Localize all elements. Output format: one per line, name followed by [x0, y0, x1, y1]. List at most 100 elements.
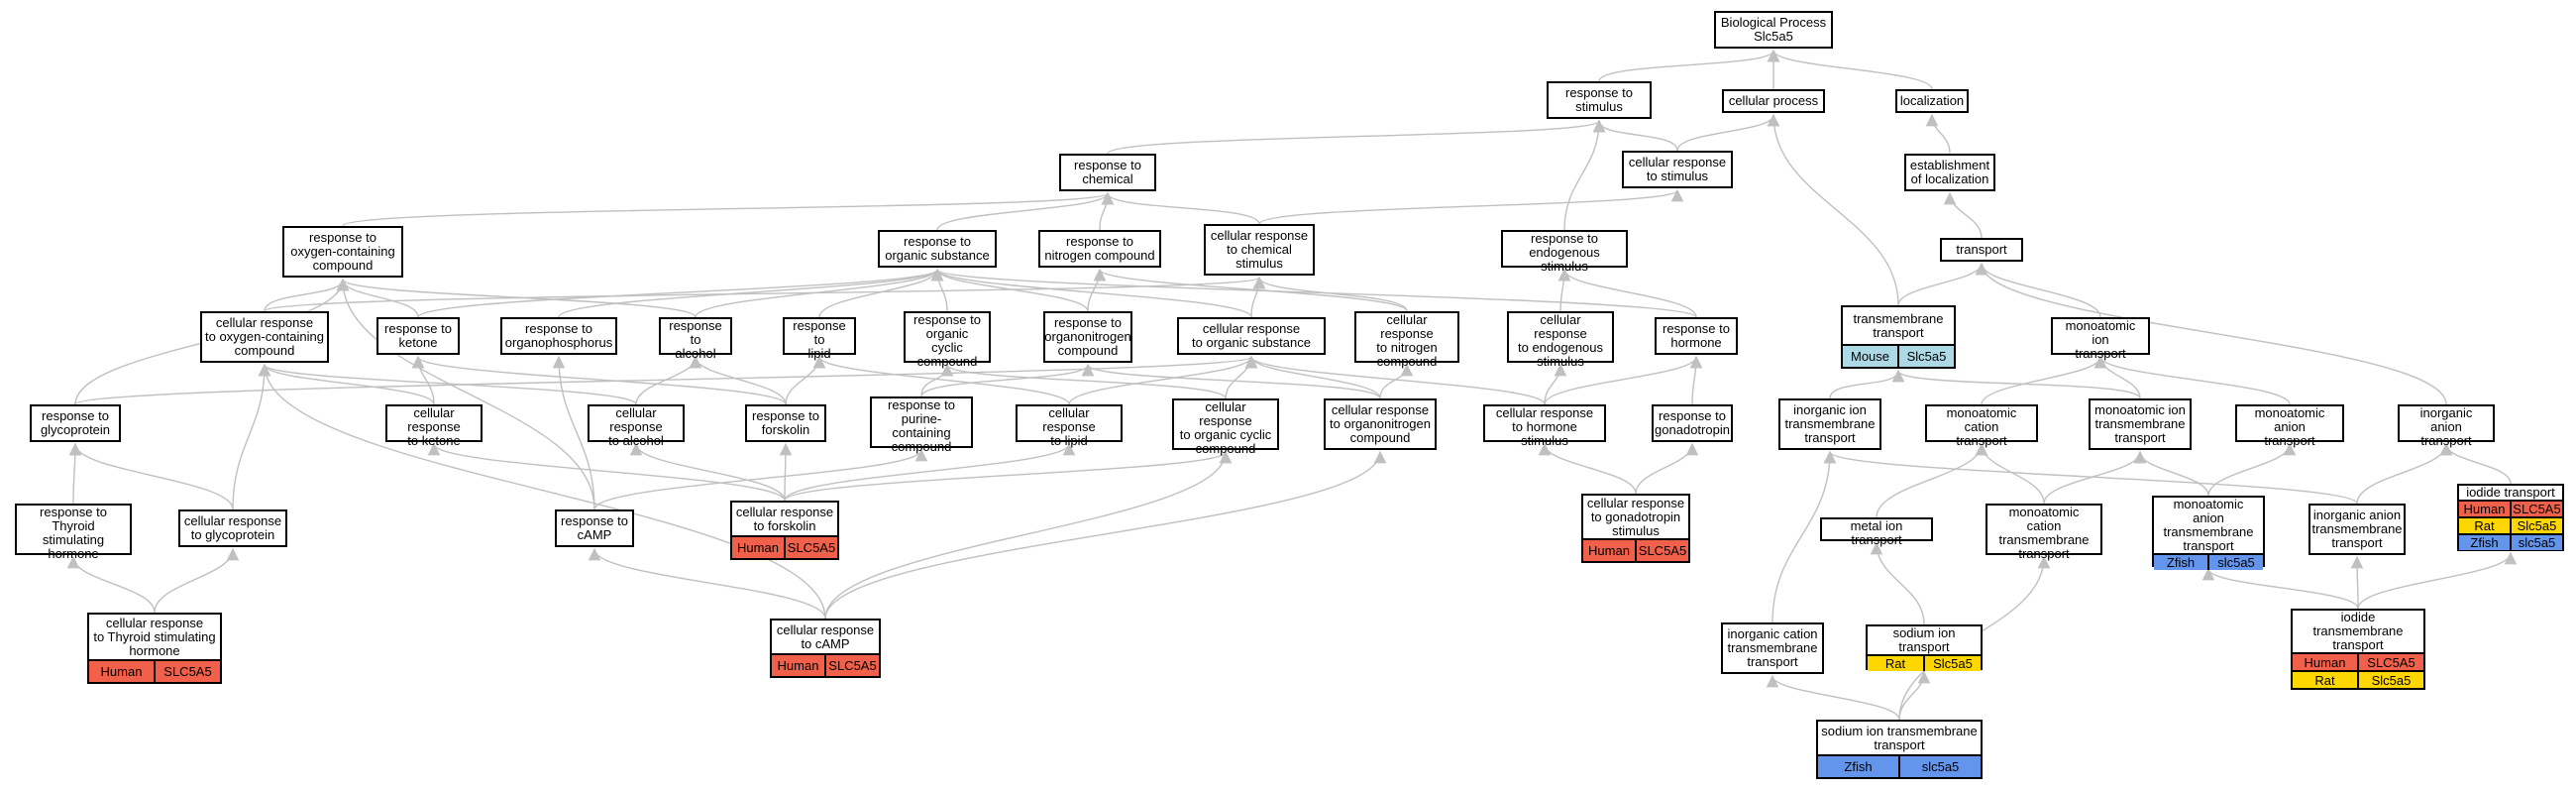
go-term-crocyc[interactable]: cellular response to organic cyclic comp…: [1172, 398, 1279, 456]
go-term-label: cellular process: [1728, 93, 1819, 108]
go-term-iantmt[interactable]: inorganic anion transmembrane transport: [2308, 504, 2406, 555]
go-term-label: response to lipid: [793, 318, 846, 361]
go-term-crnit[interactable]: cellular response to nitrogen compound: [1354, 311, 1459, 369]
is-a-edge: [1544, 355, 1703, 405]
go-term-crlip[interactable]: cellular response to lipid: [1016, 404, 1123, 448]
go-term-label: response to forskolin: [752, 408, 819, 437]
gene-cell: SLC5A5: [2510, 502, 2562, 516]
go-term-label: inorganic anion transmembrane transport: [2311, 508, 2403, 550]
go-term-croxy[interactable]: cellular response to oxygen-containing c…: [200, 311, 329, 363]
go-term-rendo[interactable]: response to endogenous stimulus: [1501, 230, 1628, 274]
go-term-crhorm[interactable]: cellular response to hormone stimulus: [1483, 404, 1606, 448]
go-term-crendo[interactable]: cellular response to endogenous stimulus: [1507, 311, 1614, 369]
go-term-rstim[interactable]: response to stimulus: [1547, 81, 1652, 119]
go-term-rtsh[interactable]: response to Thyroid stimulating hormone: [15, 504, 132, 561]
go-term-label: monoatomic anion transport: [2254, 405, 2325, 448]
go-term-label: monoatomic cation transmembrane transpor…: [1998, 505, 2090, 561]
go-term-label: inorganic anion transport: [2419, 405, 2473, 448]
go-term-manittmt[interactable]: monoatomic anion transmembrane transport…: [2152, 496, 2265, 570]
is-a-edge: [264, 276, 1265, 312]
go-term-rlip[interactable]: response to lipid: [783, 317, 856, 361]
go-term-bp[interactable]: Biological Process Slc5a5: [1714, 11, 1833, 49]
is-a-edge: [1870, 541, 1925, 625]
go-term-transport[interactable]: transport: [1940, 238, 2023, 262]
go-term-mcat[interactable]: monoatomic cation transport: [1925, 404, 2038, 448]
go-term-rpur[interactable]: response to purine-containing compound: [870, 396, 973, 454]
go-term-rnit[interactable]: response to nitrogen compound: [1038, 230, 1161, 268]
go-term-mcattmt[interactable]: monoatomic cation transmembrane transpor…: [1986, 504, 2102, 561]
go-term-rhorm[interactable]: response to hormone: [1655, 317, 1738, 355]
gene-cell: Slc5a5: [2510, 518, 2562, 533]
go-term-crket[interactable]: cellular response to ketone: [385, 404, 483, 448]
go-term-rophos[interactable]: response to organophosphorus: [500, 317, 617, 355]
go-term-cproc[interactable]: cellular process: [1722, 89, 1825, 113]
go-term-cralc[interactable]: cellular response to alcohol: [588, 404, 685, 448]
is-a-edge: [2043, 450, 2147, 505]
is-a-edge: [1101, 191, 1260, 225]
go-term-crstim[interactable]: cellular response to stimulus: [1622, 151, 1733, 188]
is-a-edge: [1258, 188, 1684, 225]
go-term-crorg[interactable]: cellular response to organic substance: [1177, 317, 1326, 355]
is-a-edge: [1250, 276, 1266, 318]
go-term-crchem[interactable]: cellular response to chemical stimulus: [1204, 224, 1315, 276]
go-term-cronit[interactable]: cellular response to organonitrogen comp…: [1324, 398, 1437, 450]
go-term-estloc[interactable]: establishment of localization: [1904, 154, 1995, 191]
is-a-edge: [1087, 268, 1107, 312]
go-term-mit[interactable]: monoatomic ion transport: [2051, 317, 2150, 361]
go-term-ralc[interactable]: response to alcohol: [659, 317, 732, 361]
go-term-roxy[interactable]: response to oxygen-containing compound: [282, 226, 403, 278]
go-term-iitmt[interactable]: inorganic ion transmembrane transport: [1778, 398, 1881, 450]
is-a-edge: [812, 355, 1070, 405]
go-term-crtsh[interactable]: cellular response to Thyroid stimulating…: [87, 613, 222, 684]
go-term-label: cellular response to ketone: [407, 405, 461, 448]
is-a-edge: [1557, 268, 1571, 312]
species-cell: Zfish: [1818, 756, 1898, 777]
is-a-edge: [784, 450, 1233, 502]
go-term-mitmt[interactable]: monoatomic ion transmembrane transport: [2089, 398, 2192, 450]
is-a-edge: [2207, 442, 2297, 497]
go-term-label: response to oxygen-containing compound: [290, 230, 395, 273]
go-term-rocyc[interactable]: response to organic cyclic compound: [904, 311, 991, 369]
go-term-label: inorganic ion transmembrane transport: [1784, 402, 1876, 445]
gene-cell: slc5a5: [1898, 756, 1981, 777]
go-term-rforsk[interactable]: response to forskolin: [745, 404, 826, 442]
go-term-crgonad[interactable]: cellular response to gonadotropin stimul…: [1581, 494, 1690, 563]
gene-cell: Slc5a5: [1897, 346, 1954, 367]
go-term-label: cellular response to alcohol: [608, 405, 664, 448]
go-term-rchem[interactable]: response to chemical: [1059, 154, 1156, 191]
is-a-edge: [66, 555, 156, 614]
go-term-rket[interactable]: response to ketone: [376, 317, 460, 355]
is-a-edge: [1766, 674, 1900, 721]
gene-cell: SLC5A5: [2357, 654, 2423, 670]
go-term-label: response to gonadotropin: [1655, 408, 1730, 437]
go-term-ronit[interactable]: response to organonitrogen compound: [1043, 311, 1132, 363]
go-term-metal[interactable]: metal ion transport: [1820, 517, 1933, 547]
go-term-crglyco[interactable]: cellular response to glycoprotein: [178, 509, 287, 547]
go-term-loc[interactable]: localization: [1895, 89, 1969, 113]
go-term-mant[interactable]: monoatomic anion transport: [2235, 404, 2344, 448]
go-term-rglyco[interactable]: response to glycoprotein: [30, 404, 121, 442]
go-term-label: response to glycoprotein: [40, 408, 111, 437]
go-term-iant[interactable]: inorganic anion transport: [2398, 404, 2495, 448]
go-term-icattmt[interactable]: inorganic cation transmembrane transport: [1721, 622, 1824, 674]
go-term-rorg[interactable]: response to organic substance: [878, 230, 997, 268]
go-term-rgonad[interactable]: response to gonadotropin: [1652, 404, 1733, 442]
is-a-edge: [931, 268, 1697, 318]
is-a-edge: [558, 268, 944, 318]
go-term-rcamp[interactable]: response to cAMP: [555, 509, 634, 547]
is-a-edge: [1891, 369, 2141, 399]
go-term-label: monoatomic ion transport: [2065, 318, 2136, 361]
